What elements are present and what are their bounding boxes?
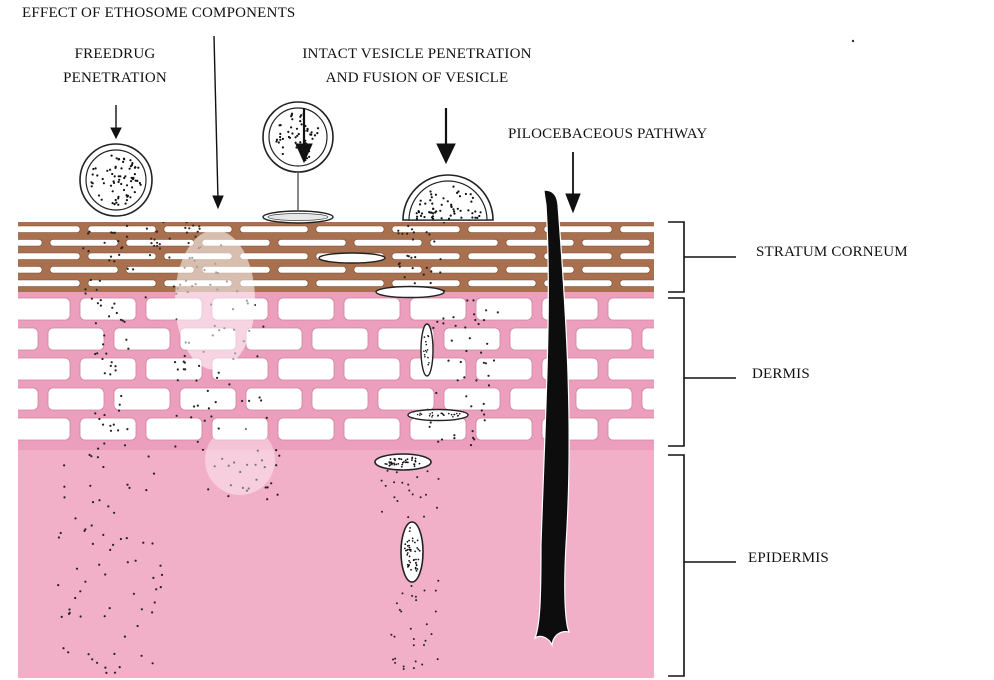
pilosebaceous-label: PILOCEBACEOUS PATHWAY xyxy=(508,126,707,143)
intact-label-line1: INTACT VESICLE PENETRATION xyxy=(232,46,602,63)
stratum-corneum-label: STRATUM CORNEUM xyxy=(756,244,908,261)
dermis-bracket xyxy=(668,298,736,446)
flattened-vesicle-top xyxy=(263,211,333,223)
epidermis-bracket xyxy=(668,455,736,676)
intact-label-line2: AND FUSION OF VESICLE xyxy=(232,70,602,87)
skin-layers xyxy=(0,215,726,680)
layer-brackets xyxy=(668,222,736,676)
freedrug-label-line1: FREEDRUG xyxy=(40,46,190,63)
intact-vesicle xyxy=(263,102,333,172)
epidermis-label: EPIDERMIS xyxy=(748,550,829,567)
speck xyxy=(852,40,854,42)
pilosebaceous-arrow xyxy=(566,152,580,212)
freedrug-label-line2: PENETRATION xyxy=(40,70,190,87)
stratum-bracket xyxy=(668,222,736,292)
freedrug-arrow xyxy=(111,105,121,138)
freedrug-vesicle xyxy=(80,144,152,216)
dermis-label: DERMIS xyxy=(752,366,810,383)
effect-label: EFFECT OF ETHOSOME COMPONENTS xyxy=(22,5,295,22)
fusion-arrow xyxy=(437,108,455,163)
effect-arrow xyxy=(213,36,223,208)
dermis-cells xyxy=(0,298,698,440)
